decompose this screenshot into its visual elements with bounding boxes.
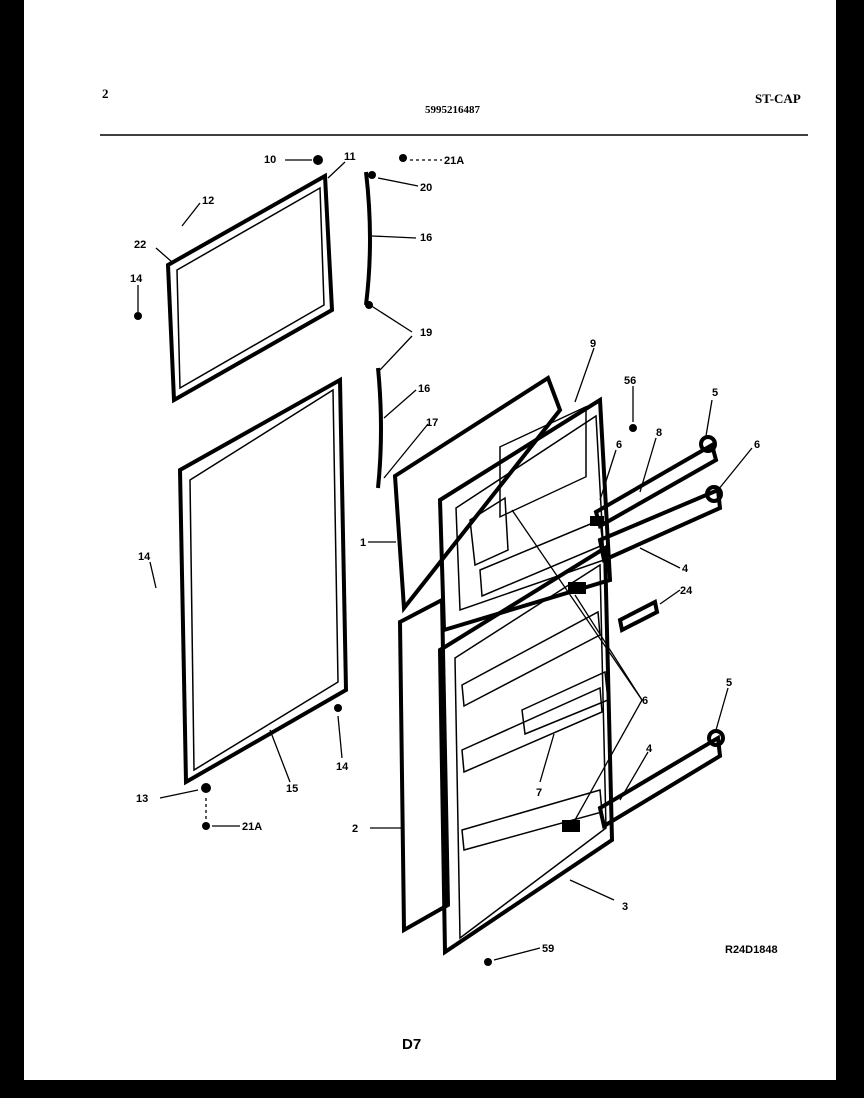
shelf-rail-upper	[593, 435, 719, 529]
callout-56: 56	[624, 375, 636, 387]
shelf-retainers	[562, 516, 604, 832]
fresh-food-gasket	[397, 596, 451, 934]
callout-3: 3	[622, 901, 628, 913]
callout-22: 22	[134, 239, 146, 251]
callout-14-right: 14	[336, 761, 349, 773]
series-code: ST-CAP	[755, 91, 801, 106]
callout-13: 13	[136, 793, 148, 805]
plug-14-right	[334, 704, 342, 712]
door-handle-lower	[376, 367, 383, 489]
diagram-sheet	[24, 0, 836, 1080]
callout-59: 59	[542, 943, 554, 955]
screw-21a-lower	[202, 822, 210, 830]
hinge-13	[201, 783, 211, 793]
callout-21a-lower: 21A	[242, 821, 262, 833]
callout-4-upper: 4	[682, 563, 689, 575]
callout-6-upper-right: 6	[754, 439, 760, 451]
callout-5-upper: 5	[712, 387, 718, 399]
screw-10	[313, 155, 323, 165]
callout-16-lower: 16	[418, 383, 430, 395]
callout-24: 24	[680, 585, 693, 597]
plug-14-upper	[134, 312, 142, 320]
callout-7: 7	[536, 787, 542, 799]
page-number: 2	[102, 86, 109, 101]
callout-12: 12	[202, 195, 214, 207]
callout-5-lower: 5	[726, 677, 732, 689]
callout-21a-upper: 21A	[444, 155, 464, 167]
callout-11: 11	[344, 151, 356, 163]
screw-56	[629, 424, 637, 432]
callout-4-lower: 4	[646, 743, 653, 755]
callout-8: 8	[656, 427, 662, 439]
callout-17: 17	[426, 417, 438, 429]
leader-lines	[137, 159, 753, 961]
callout-2: 2	[352, 823, 358, 835]
callout-6-center: 6	[642, 695, 648, 707]
callout-14-upper: 14	[130, 273, 143, 285]
freezer-gasket	[392, 374, 563, 614]
shelf-rail-lower	[597, 729, 725, 830]
callout-20: 20	[420, 182, 432, 194]
callout-16-upper: 16	[420, 232, 432, 244]
callout-10: 10	[264, 154, 276, 166]
callout-19: 19	[420, 327, 432, 339]
page-footer: D7	[402, 1036, 422, 1053]
callout-9: 9	[590, 338, 596, 350]
callout-15: 15	[286, 783, 298, 795]
fresh-food-door-panel	[177, 376, 349, 786]
screw-20	[368, 171, 376, 179]
model-number: 5995216487	[425, 104, 480, 116]
door-handle-upper	[364, 171, 372, 306]
figure-code: R24D1848	[725, 944, 778, 956]
callout-1: 1	[360, 537, 366, 549]
shelf-rail-middle	[597, 485, 723, 563]
screw-59	[484, 958, 492, 966]
callout-6-upper: 6	[616, 439, 622, 451]
callout-14-left: 14	[138, 551, 151, 563]
screw-21a-upper	[399, 154, 407, 162]
freezer-door-panel	[165, 172, 335, 404]
spring-24	[617, 599, 660, 633]
screw-19	[365, 301, 373, 309]
